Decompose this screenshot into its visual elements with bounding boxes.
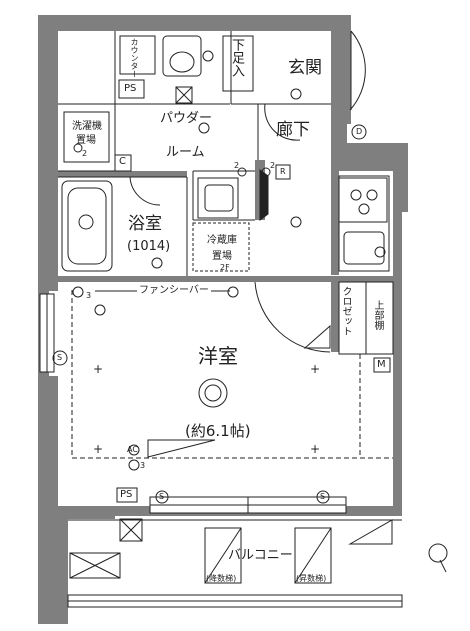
ps-bottom-label: PS [120,489,133,500]
upper-shelf-label: 上部棚 [372,300,383,330]
d-mark-label: D [356,127,363,136]
laundry-label-2: 置場 [76,135,96,146]
svg-text:+: + [93,362,103,376]
ac-mark-label: AC [127,445,138,454]
evac-hatch-down-label: (降数梯) [206,574,237,583]
num-2c-label: 2 [82,149,88,158]
fridge-label-1: 冷蔵庫 [207,235,237,246]
s-balcony-right-label: S [320,492,326,501]
r-mark-label: R [280,167,286,176]
right-upper-wall [331,15,408,212]
interior-lines [39,30,448,608]
shoe-box-label: 下足入 [229,38,244,77]
evac-hatch-up-label: (昇数梯) [296,574,327,583]
fridge-label-2: 置場 [212,251,232,262]
m-mark-label: M [377,359,386,370]
num-3b-label: 3 [140,461,146,470]
num-2f-label: 2F [220,263,230,272]
svg-text:+: + [310,362,320,376]
svg-text:+: + [310,442,320,456]
ps-top-label: PS [124,83,137,94]
closet-label: クロゼット [340,286,351,336]
fancy-bar-label: ファンシーバー [137,285,211,296]
powder-room-label-2: ルーム [166,145,205,160]
western-room-size-label: (約6.1帖) [185,422,251,440]
right-lower-wall [393,212,402,512]
top-wall [115,15,351,31]
num-2b-label: 2 [270,161,276,170]
s-left-label: S [57,353,63,362]
num-2a-label: 2 [234,161,240,170]
svg-text:+: + [93,442,103,456]
entrance-label: 玄関 [288,58,322,78]
c-mark-label: C [119,156,126,167]
corridor-label: 廊下 [276,120,310,140]
western-room-label: 洋室 [198,344,238,368]
balcony-label: バルコニー [228,548,293,563]
bath-label: 浴室 [128,214,162,234]
bath-size-label: (1014) [127,239,171,254]
left-wall [38,15,115,519]
counter-label: カウンター [130,38,139,78]
powder-room-label-1: パウダー [160,111,213,126]
num-3a-label: 3 [86,291,92,300]
s-balcony-left-label: S [159,492,165,501]
light-fixtures: + + + + [52,50,386,504]
laundry-label-1: 洗濯機 [72,121,102,132]
